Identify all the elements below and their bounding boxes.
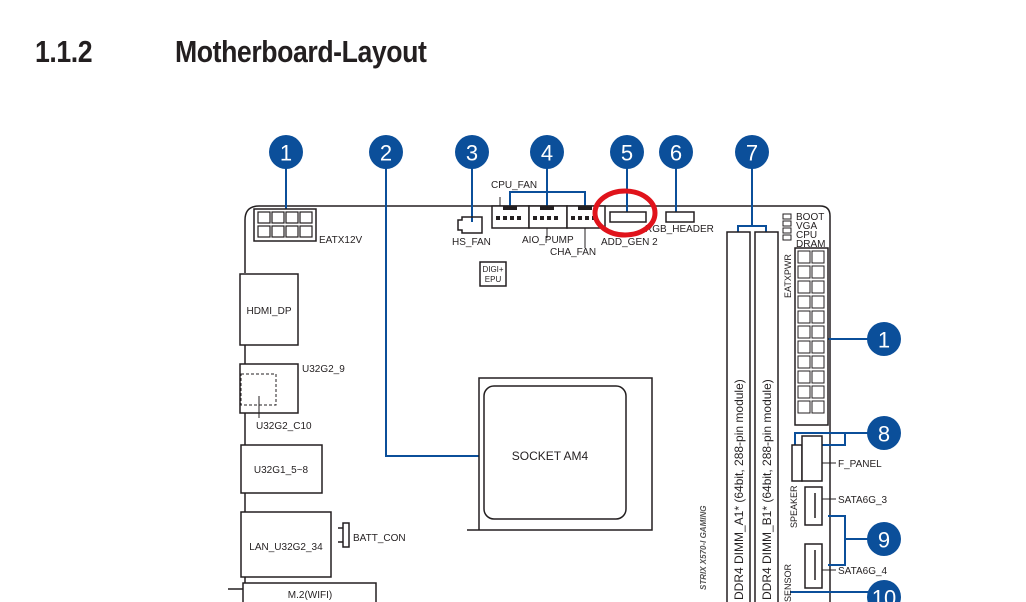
u32g1-label: U32G1_5~8 xyxy=(254,465,309,476)
usb-u32g2-9-port xyxy=(239,363,299,414)
batt-con-label: BATT_CON xyxy=(353,533,406,544)
batt-con xyxy=(338,522,350,548)
m2-label: M.2(WIFI) xyxy=(288,590,332,601)
svg-text:10: 10 xyxy=(872,586,896,602)
eatx12v-connector xyxy=(253,208,317,242)
speaker-header xyxy=(791,444,803,482)
callout-5: 5 xyxy=(610,135,644,169)
svg-text:1: 1 xyxy=(878,328,890,353)
sata6g-4-port xyxy=(804,543,823,589)
socket-label: SOCKET AM4 xyxy=(512,449,589,463)
m2-wifi-slot xyxy=(242,582,377,602)
sata6g-3-port xyxy=(804,486,823,526)
aio-pump-label: AIO_PUMP xyxy=(522,235,574,246)
hdmi-dp-label: HDMI_DP xyxy=(246,306,291,317)
svg-text:2: 2 xyxy=(380,141,392,166)
dram-led-label: DRAM xyxy=(796,239,825,250)
boot-led-label: BOOT xyxy=(796,212,824,223)
lan-label: LAN_U32G2_34 xyxy=(249,542,323,553)
rgb-header xyxy=(665,211,695,223)
f-panel-header xyxy=(801,435,823,482)
hs-fan-connector xyxy=(457,216,483,234)
callout-10: 10 xyxy=(867,580,901,602)
rgb-header-label: RGB_HEADER xyxy=(645,224,714,235)
add-gen2-label: ADD_GEN 2 xyxy=(601,237,658,248)
dimm-slot-b1 xyxy=(754,231,779,602)
speaker-label: SPEAKER xyxy=(789,485,799,528)
callout-7: 7 xyxy=(735,135,769,169)
leader-lines xyxy=(285,168,868,593)
add-gen2-header xyxy=(609,211,647,223)
svg-text:7: 7 xyxy=(746,141,758,166)
svg-text:6: 6 xyxy=(670,141,682,166)
cpu-led-label: CPU xyxy=(796,230,817,241)
epu-label: EPU xyxy=(485,275,502,284)
svg-text:9: 9 xyxy=(878,528,890,553)
u32g2-9-label: U32G2_9 xyxy=(302,364,345,375)
svg-text:5: 5 xyxy=(621,141,633,166)
lan-port xyxy=(240,511,332,578)
callout-9: 9 xyxy=(867,522,901,556)
eatxpwr-label: EATXPWR xyxy=(783,254,793,298)
dimm-a1-label: DDR4 DIMM_A1* (64bit, 288-pin module) xyxy=(732,379,746,600)
callout-8: 8 xyxy=(867,416,901,450)
svg-text:3: 3 xyxy=(466,141,478,166)
svg-text:8: 8 xyxy=(878,422,890,447)
callout-1-right: 1 xyxy=(867,322,901,356)
eatx12v-label: EATX12V xyxy=(319,235,362,246)
svg-text:1: 1 xyxy=(280,141,292,166)
highlight-circle xyxy=(592,188,658,238)
hdmi-dp-port xyxy=(239,273,299,346)
callout-2: 2 xyxy=(369,135,403,169)
digi-epu-switch xyxy=(479,261,507,287)
sensor-label: SENSOR xyxy=(783,563,793,602)
eatxpwr-connector xyxy=(794,247,829,426)
section-title: Motherboard-Layout xyxy=(175,34,427,69)
callout-3: 3 xyxy=(455,135,489,169)
callout-4: 4 xyxy=(530,135,564,169)
digi-label: DIGI+ xyxy=(482,265,503,274)
dimm-slot-a1 xyxy=(726,231,751,602)
board-brand: STRIX X570-I GAMING xyxy=(699,506,708,590)
q-led-indicators xyxy=(782,213,792,241)
f-panel-label: F_PANEL xyxy=(838,459,882,470)
u32g2-c10-label: U32G2_C10 xyxy=(256,421,312,432)
hs-fan-label: HS_FAN xyxy=(452,237,491,248)
cpu-socket xyxy=(467,377,653,531)
usb-u32g1-port xyxy=(240,444,323,494)
svg-text:4: 4 xyxy=(541,141,553,166)
sata6g-3-label: SATA6G_3 xyxy=(838,495,888,506)
callout-6: 6 xyxy=(659,135,693,169)
callout-1-top: 1 xyxy=(269,135,303,169)
dimm-b1-label: DDR4 DIMM_B1* (64bit, 288-pin module) xyxy=(760,379,774,600)
cha-fan-label: CHA_FAN xyxy=(550,247,596,258)
sata6g-4-label: SATA6G_4 xyxy=(838,566,888,577)
cpu-fan-label: CPU_FAN xyxy=(491,180,537,191)
vga-led-label: VGA xyxy=(796,221,817,232)
section-number: 1.1.2 xyxy=(35,34,93,69)
